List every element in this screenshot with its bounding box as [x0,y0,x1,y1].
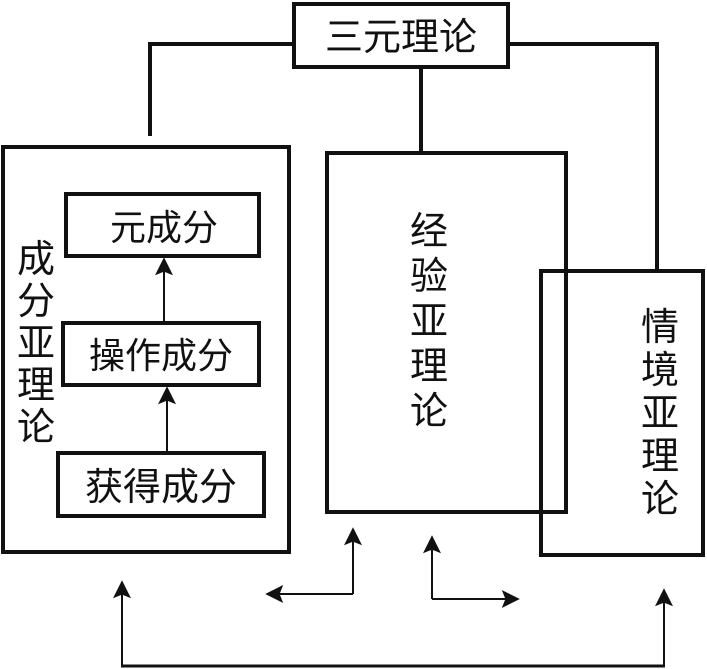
vertical-label-char: 验 [410,254,448,298]
vertical-label-char: 经 [410,209,448,253]
metacomponent-box [64,192,261,258]
performance-component-box [61,321,261,387]
vertical-label-char: 论 [17,405,55,449]
root-label: 三元理论 [325,15,477,59]
vertical-label-char: 亚 [410,299,448,343]
vertical-label-char: 论 [410,389,448,433]
vertical-label-char: 理 [641,434,679,478]
connector-root-to-contextual [508,42,659,271]
metacomponent-label: 元成分 [110,208,218,249]
root-box [292,2,510,69]
connector-root-to-componential [148,42,294,136]
vertical-label-char: 亚 [17,321,55,365]
componential-subtheory-label: 成分亚理论 [17,237,55,449]
vertical-label-char: 论 [641,477,679,521]
performance-component-label: 操作成分 [89,336,233,377]
contextual-subtheory-box [539,269,705,557]
vertical-label-char: 成 [17,237,55,281]
experiential-subtheory-label: 经验亚理论 [410,209,448,433]
knowledge-acquisition-label: 获得成分 [85,465,237,509]
vertical-label-char: 分 [17,279,55,323]
knowledge-acquisition-box [56,451,266,518]
vertical-label-char: 境 [641,348,679,392]
vertical-label-char: 理 [17,363,55,407]
vertical-label-char: 亚 [641,391,679,435]
componential-subtheory-box [1,145,291,554]
vertical-label-char: 情 [641,305,679,349]
vertical-label-char: 理 [410,344,448,388]
experiential-subtheory-box [325,151,568,514]
contextual-subtheory-label: 情境亚理论 [641,305,679,521]
